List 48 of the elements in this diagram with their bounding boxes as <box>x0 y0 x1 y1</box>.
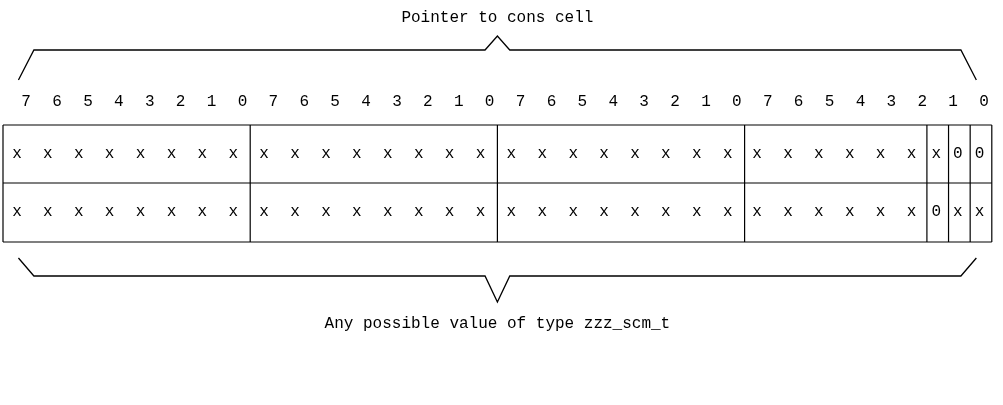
bit-value: x <box>930 144 947 164</box>
annotation-text: Any possible value of type zzz_scm_t <box>324 314 671 334</box>
bit-number: 1 <box>453 92 464 112</box>
bit-number: 6 <box>299 92 310 112</box>
bit-number: 4 <box>114 92 124 112</box>
bit-number: 2 <box>423 92 433 112</box>
bit-number: 0 <box>484 92 495 112</box>
bit-number: 3 <box>392 92 402 112</box>
bit-number: 6 <box>52 92 62 112</box>
bit-value: x x x x x x <box>751 144 923 164</box>
bit-number: 2 <box>175 92 186 112</box>
bit-number: 3 <box>639 92 649 112</box>
bit-number: 4 <box>608 92 619 112</box>
bit-value: x x x x x x x x <box>258 202 492 222</box>
bit-value: x x x x x x <box>751 202 923 222</box>
bit-number: 4 <box>855 92 866 112</box>
bit-value: x <box>952 202 969 222</box>
bit-number: 6 <box>793 92 804 112</box>
bit-number: 1 <box>701 92 711 112</box>
bit-number: 4 <box>361 92 371 112</box>
bit-number: 1 <box>948 92 958 112</box>
bit-number: 7 <box>762 92 773 112</box>
bit-number: 5 <box>83 92 93 112</box>
bit-number: 2 <box>670 92 680 112</box>
bit-number: 0 <box>237 92 248 112</box>
bit-number: 5 <box>824 92 835 112</box>
bit-value: x x x x x x x x <box>11 202 244 222</box>
bit-number: 0 <box>732 92 742 112</box>
bit-value: x x x x x x x x <box>258 144 492 164</box>
bit-number: 6 <box>546 92 557 112</box>
bit-value: x x x x x x x x <box>505 144 739 164</box>
bit-number: 7 <box>268 92 279 112</box>
bit-value: 0 <box>973 144 991 164</box>
bit-number: 0 <box>979 92 989 112</box>
bit-number: 5 <box>330 92 340 112</box>
bit-value: x x x x x x x x <box>11 144 244 164</box>
bit-value: x <box>973 202 991 222</box>
bit-value: 0 <box>930 202 947 222</box>
bit-value: 0 <box>952 144 969 164</box>
bit-number: 1 <box>206 92 217 112</box>
annotation-text: Pointer to cons cell <box>401 8 594 28</box>
bit-number: 3 <box>886 92 897 112</box>
bit-value: x x x x x x x x <box>505 202 739 222</box>
bit-number: 3 <box>144 92 155 112</box>
bit-number: 7 <box>515 92 526 112</box>
bit-number: 7 <box>21 92 31 112</box>
bit-number: 5 <box>577 92 588 112</box>
bit-number: 2 <box>917 92 928 112</box>
